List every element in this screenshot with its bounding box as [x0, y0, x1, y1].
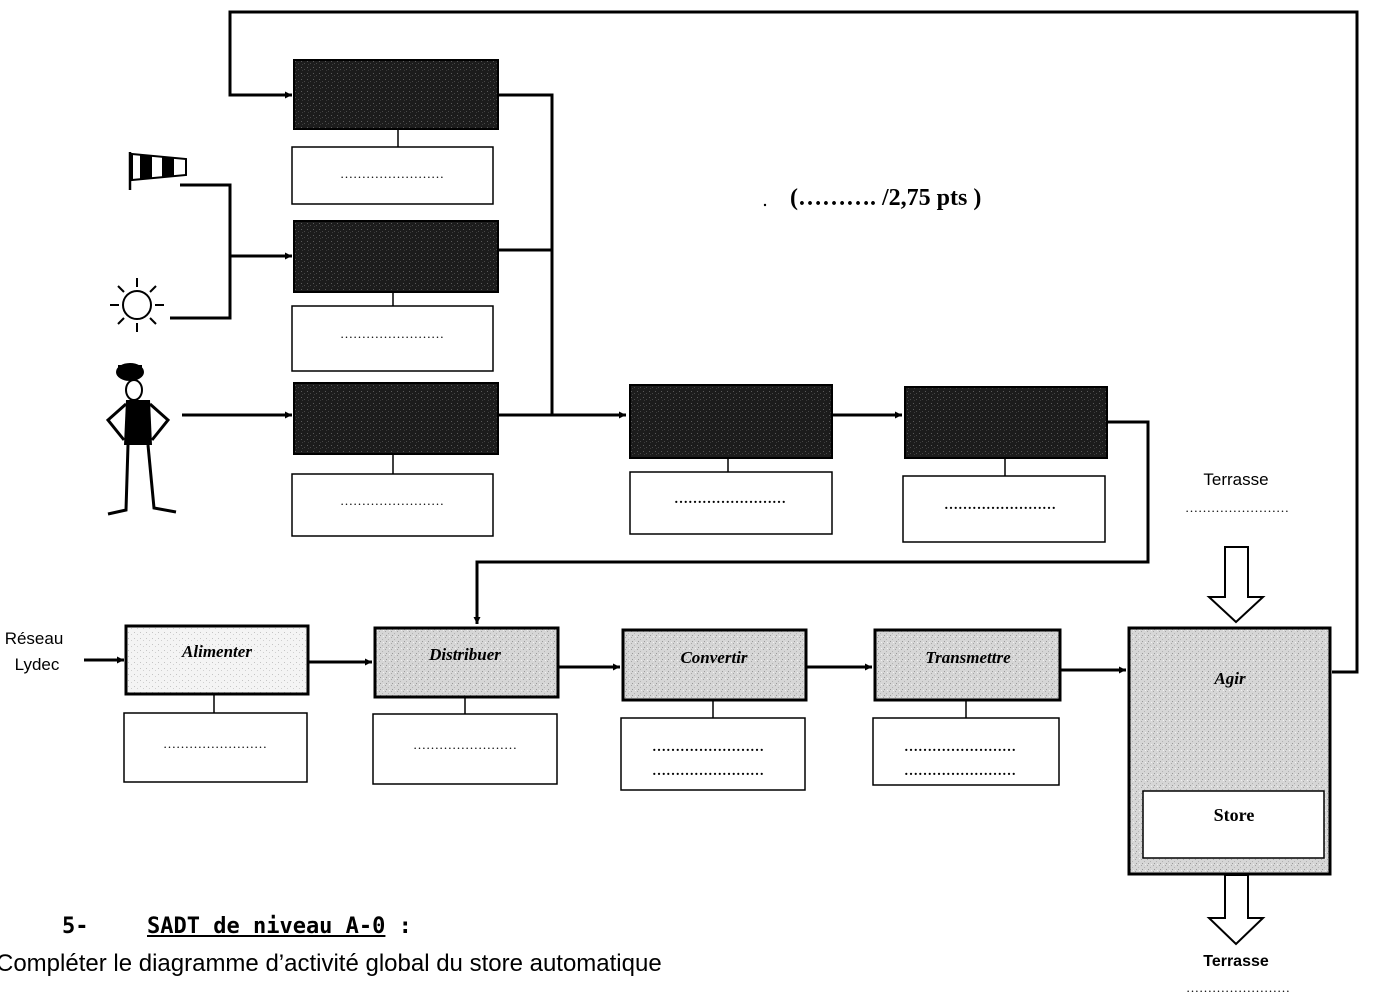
answer-box-4[interactable] [629, 471, 833, 535]
answer-box-5[interactable] [902, 475, 1106, 543]
function-box-distribuer [373, 626, 560, 699]
terrasse-out-arrow [1206, 874, 1266, 946]
terrasse-bottom-placeholder: …………………… [1186, 980, 1290, 992]
function-label-agir: Agir [1213, 669, 1246, 688]
control-box-1 [293, 59, 499, 130]
wind-sensor-wire [180, 183, 232, 256]
control-to-distribuer-wire [473, 420, 1150, 624]
score-label: (………. /2,75 pts ) [790, 185, 981, 211]
terrasse-top-label: Terrasse [1203, 470, 1268, 489]
control-box-2 [293, 220, 499, 293]
instruction-text: Compléter le diagramme d’activité global… [0, 950, 662, 977]
placeholder-group: …………………… …………………… …………………… …………………… …………… [163, 166, 517, 752]
function-label-transmettre: Transmettre [925, 648, 1011, 667]
sun-sensor-wire [170, 256, 232, 320]
function-box-transmettre [873, 628, 1062, 702]
terrasse-in-arrow [1206, 546, 1266, 624]
section-heading: 5- SADT de niveau A-0 : [62, 914, 412, 939]
function-box-convertir [621, 628, 808, 702]
answer-box-1[interactable] [291, 146, 494, 205]
input-label-line1: Réseau [5, 629, 64, 648]
control-box-3 [293, 382, 499, 455]
store-box [1142, 790, 1325, 859]
answer-placeholder: …………………… [340, 326, 444, 341]
answer-box-transmettre[interactable] [872, 717, 1060, 786]
answer-placeholder: …………………… [904, 764, 1016, 779]
answer-box-2[interactable] [291, 305, 494, 372]
sun-icon [110, 278, 164, 332]
answer-placeholder: …………………… [674, 492, 786, 507]
section-title: SADT de niveau A-0 [147, 914, 386, 939]
terrasse-top-placeholder: …………………… [1185, 500, 1289, 515]
answer-placeholder: …………………… [340, 166, 444, 181]
answer-placeholder: …………………… [413, 737, 517, 752]
windsock-icon [128, 152, 187, 190]
function-label-convertir: Convertir [680, 648, 747, 667]
user-icon [105, 363, 177, 516]
answer-placeholder: …………………… [652, 740, 764, 755]
function-box-alimenter [124, 624, 310, 696]
terrasse-bottom-label: Terrasse [1203, 953, 1269, 970]
section-number: 5- [62, 914, 89, 939]
feedback-wire [228, 10, 1359, 674]
answer-box-distribuer[interactable] [372, 713, 558, 785]
control-box-4 [629, 384, 833, 459]
answer-box-3[interactable] [291, 473, 494, 537]
function-label-alimenter: Alimenter [181, 642, 252, 661]
answer-placeholder: …………………… [904, 740, 1016, 755]
answer-box-alimenter[interactable] [123, 712, 308, 783]
store-label: Store [1214, 805, 1255, 825]
answer-placeholder: …………………… [944, 498, 1056, 513]
control-box-5 [904, 386, 1108, 459]
section-colon: : [385, 914, 412, 939]
input-label-line2: Lydec [15, 655, 60, 674]
answer-placeholder: …………………… [652, 764, 764, 779]
answer-placeholder: …………………… [163, 736, 267, 751]
answer-box-convertir[interactable] [620, 717, 806, 791]
function-label-distribuer: Distribuer [428, 645, 501, 664]
answer-placeholder: …………………… [340, 493, 444, 508]
